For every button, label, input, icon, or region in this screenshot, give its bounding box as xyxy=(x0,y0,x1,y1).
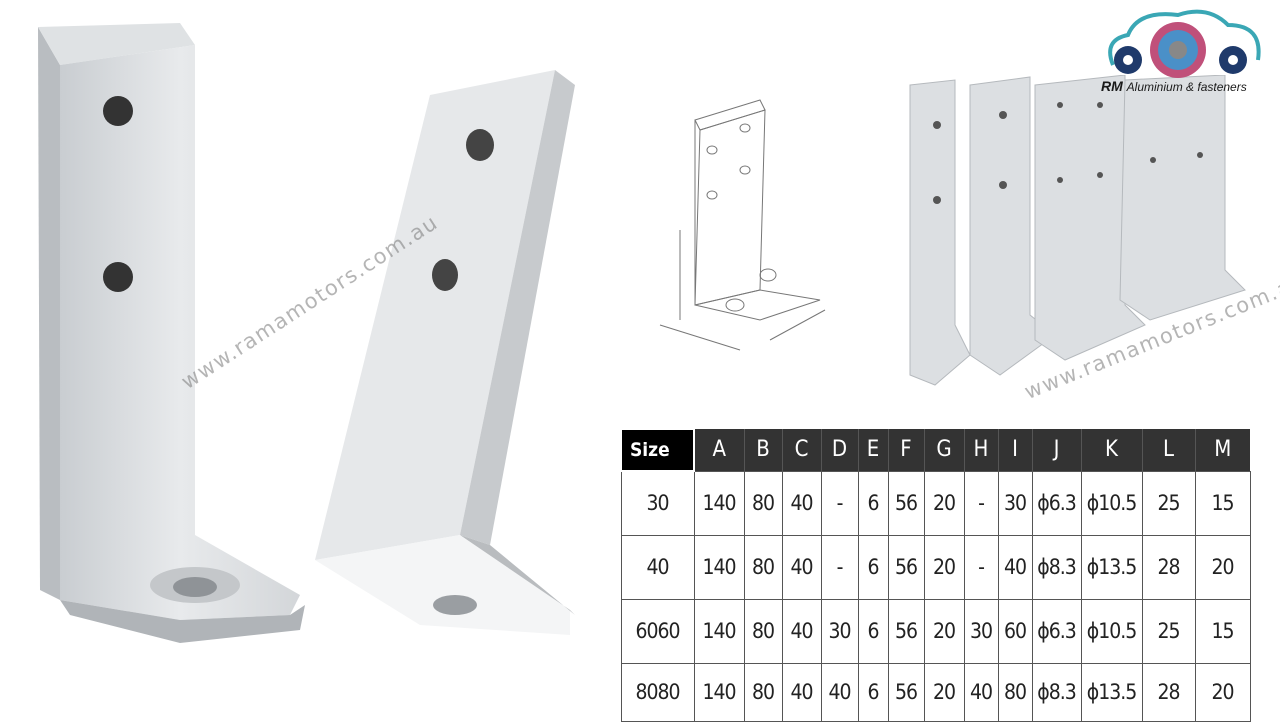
table-cell: 6060 xyxy=(620,598,695,664)
column-header: M xyxy=(1194,429,1250,471)
table-cell: 40 xyxy=(781,662,822,722)
table-cell: 80 xyxy=(997,662,1033,722)
table-cell: 56 xyxy=(887,662,925,722)
table-cell: 20 xyxy=(923,534,965,600)
logo-text: RM Aluminium & fasteners xyxy=(1101,78,1247,94)
table-cell: 80 xyxy=(743,534,783,600)
column-header: Size xyxy=(620,428,695,472)
table-cell: ϕ10.5 xyxy=(1080,470,1143,536)
table-cell: 15 xyxy=(1194,470,1251,536)
table-cell: ϕ6.3 xyxy=(1031,598,1082,664)
table-cell: 40 xyxy=(820,662,859,722)
table-cell: 25 xyxy=(1141,470,1196,536)
table-cell: 40 xyxy=(781,598,822,664)
table-cell: 56 xyxy=(887,534,925,600)
table-cell: 140 xyxy=(693,662,745,722)
table-cell: 40 xyxy=(781,470,822,536)
table-cell: 40 xyxy=(997,534,1033,600)
table-cell: 80 xyxy=(743,470,783,536)
table-cell: 80 xyxy=(743,598,783,664)
table-cell: 30 xyxy=(620,470,695,536)
column-header: E xyxy=(857,429,888,471)
column-header: J xyxy=(1031,429,1081,471)
table-cell: ϕ10.5 xyxy=(1080,598,1143,664)
table-cell: ϕ8.3 xyxy=(1031,662,1082,722)
table-cell: 20 xyxy=(1194,662,1251,722)
table-cell: 60 xyxy=(997,598,1033,664)
table-cell: 15 xyxy=(1194,598,1251,664)
table-cell: 28 xyxy=(1141,534,1196,600)
table-cell: 6 xyxy=(857,662,889,722)
table-cell: - xyxy=(963,470,999,536)
table-cell: - xyxy=(820,534,859,600)
table-cell: ϕ13.5 xyxy=(1080,534,1143,600)
table-cell: ϕ13.5 xyxy=(1080,662,1143,722)
table-cell: 56 xyxy=(887,470,925,536)
table-cell: 20 xyxy=(923,662,965,722)
table-cell: 140 xyxy=(693,534,745,600)
table-cell: 140 xyxy=(693,598,745,664)
table-cell: 6 xyxy=(857,598,889,664)
table-cell: 6 xyxy=(857,470,889,536)
table-cell: 40 xyxy=(620,534,695,600)
column-header: I xyxy=(997,429,1032,471)
table-cell: 6 xyxy=(857,534,889,600)
table-cell: 28 xyxy=(1141,662,1196,722)
column-header: C xyxy=(781,429,821,471)
table-cell: ϕ6.3 xyxy=(1031,470,1082,536)
column-header: H xyxy=(963,429,998,471)
table-cell: 20 xyxy=(923,598,965,664)
column-header: A xyxy=(693,429,744,471)
column-header: D xyxy=(820,429,858,471)
table-cell: 40 xyxy=(963,662,999,722)
table-cell: 80 xyxy=(743,662,783,722)
company-logo xyxy=(1108,9,1261,78)
column-header: L xyxy=(1141,429,1195,471)
column-header: B xyxy=(743,429,782,471)
table-cell: 30 xyxy=(963,598,999,664)
bracket-photo-angled xyxy=(315,70,575,635)
table-cell: 140 xyxy=(693,470,745,536)
column-header: K xyxy=(1080,429,1142,471)
technical-drawing xyxy=(659,99,826,351)
table-cell: 30 xyxy=(997,470,1033,536)
table-cell: 25 xyxy=(1141,598,1196,664)
bracket-sizes-photo xyxy=(909,75,1246,386)
table-cell: 56 xyxy=(887,598,925,664)
table-cell: ϕ8.3 xyxy=(1031,534,1082,600)
column-header: G xyxy=(923,429,964,471)
column-header: F xyxy=(887,429,924,471)
bracket-photo-front xyxy=(38,23,305,643)
table-cell: 30 xyxy=(820,598,859,664)
table-cell: 20 xyxy=(923,470,965,536)
table-cell: - xyxy=(820,470,859,536)
table-cell: 40 xyxy=(781,534,822,600)
table-cell: 8080 xyxy=(620,662,695,722)
table-cell: 20 xyxy=(1194,534,1251,600)
table-cell: - xyxy=(963,534,999,600)
